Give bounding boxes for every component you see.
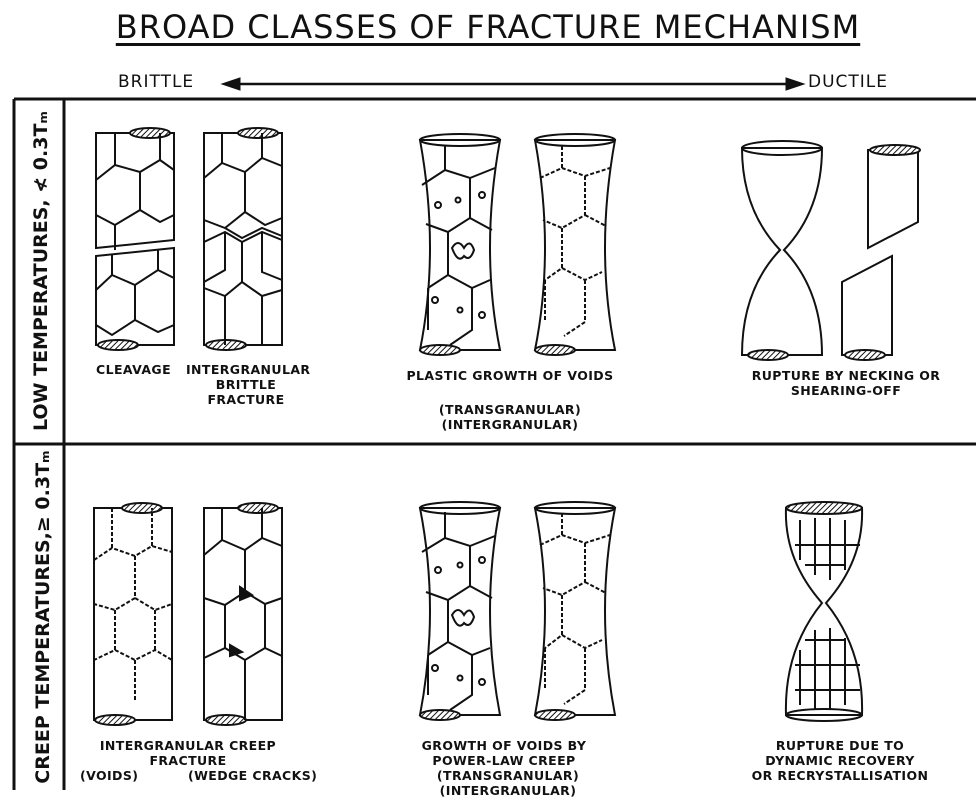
intergranular-brittle-specimen — [204, 128, 282, 350]
caption-power-law-subtypes: (TRANSGRANULAR)(INTERGRANULAR) — [372, 768, 644, 798]
brittle-ductile-arrow — [222, 78, 804, 90]
caption-plastic-subtypes: (TRANSGRANULAR) (INTERGRANULAR) — [374, 402, 646, 432]
caption-necking: RUPTURE BY NECKING OR SHEARING-OFF — [736, 368, 956, 398]
dynamic-recovery-specimen — [786, 502, 862, 721]
caption-intergranular-brittle: INTERGRANULAR BRITTLE FRACTURE — [186, 362, 306, 407]
creep-wedge-cracks-specimen — [204, 503, 282, 725]
power-law-transgranular-specimen — [420, 502, 500, 720]
caption-creep-voids: (VOIDS) — [80, 768, 150, 783]
necking-specimen — [742, 141, 822, 360]
cleavage-specimen — [96, 128, 174, 350]
caption-plastic-growth: PLASTIC GROWTH OF VOIDS — [380, 368, 640, 383]
plastic-growth-transgranular-specimen — [420, 134, 500, 355]
caption-creep-fracture: INTERGRANULAR CREEP FRACTURE — [80, 738, 296, 768]
caption-recovery: RUPTURE DUE TO DYNAMIC RECOVERY OR RECRY… — [720, 738, 960, 783]
caption-cleavage: CLEAVAGE — [96, 362, 168, 377]
shearing-specimen — [842, 145, 920, 360]
power-law-intergranular-specimen — [535, 502, 615, 720]
creep-voids-specimen — [94, 503, 172, 725]
caption-creep-wedge: (WEDGE CRACKS) — [188, 768, 318, 783]
plastic-growth-intergranular-specimen — [535, 134, 615, 355]
caption-power-law: GROWTH OF VOIDS BY POWER-LAW CREEP — [404, 738, 604, 768]
